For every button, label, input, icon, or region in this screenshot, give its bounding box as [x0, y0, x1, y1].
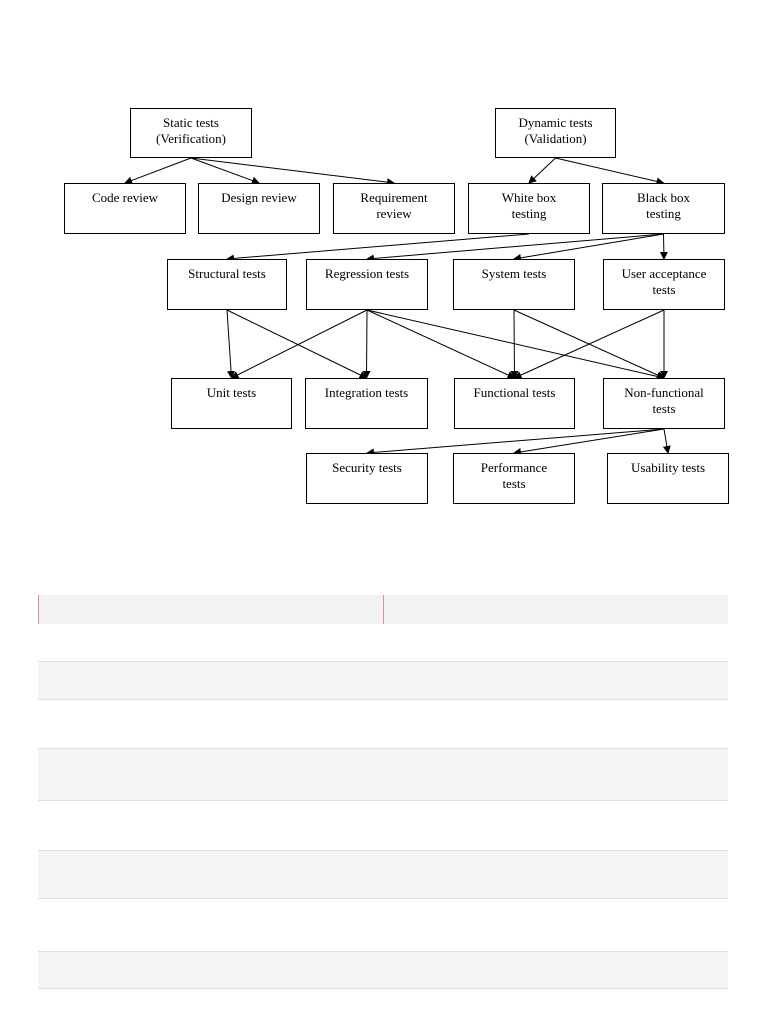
diagram-connectors	[124, 157, 671, 457]
node-integration-tests: Integration tests	[305, 378, 428, 429]
table-header-cell	[384, 595, 728, 624]
arrow-blackbox-to-regression	[366, 233, 664, 263]
node-dynamic-tests: Dynamic tests (Validation)	[495, 108, 616, 158]
table-row	[38, 624, 728, 662]
arrow-uat-to-functional	[513, 309, 665, 379]
arrow-regression-to-integration	[362, 309, 371, 379]
table-cell	[383, 952, 728, 988]
table-cell	[383, 899, 728, 951]
arrow-static-to-code	[124, 157, 192, 185]
table-cell	[38, 851, 383, 898]
table-cell	[383, 749, 728, 800]
table-cell	[383, 851, 728, 898]
node-functional-tests: Functional tests	[454, 378, 575, 429]
table-header	[38, 595, 728, 624]
empty-table	[38, 595, 728, 989]
table-cell	[38, 801, 383, 850]
arrow-structural-to-unit	[226, 309, 236, 379]
node-structural-tests: Structural tests	[167, 259, 287, 310]
node-static-tests: Static tests (Verification)	[130, 108, 252, 158]
node-requirement-review: Requirement review	[333, 183, 455, 234]
arrow-regression-to-functional	[366, 309, 516, 379]
node-design-review: Design review	[198, 183, 320, 234]
testing-types-diagram: Static tests (Verification) Dynamic test…	[64, 108, 729, 504]
arrow-blackbox-to-system	[513, 233, 664, 262]
node-code-review: Code review	[64, 183, 186, 234]
table-row	[38, 700, 728, 749]
table-cell	[383, 700, 728, 748]
arrow-structural-to-integration	[226, 309, 368, 379]
arrow-dynamic-to-blackbox	[555, 157, 665, 186]
table-cell	[38, 899, 383, 951]
arrow-nonfunctional-to-usability	[662, 428, 671, 454]
node-white-box-testing: White box testing	[468, 183, 590, 234]
table-row	[38, 952, 728, 989]
node-system-tests: System tests	[453, 259, 575, 310]
arrow-static-to-requirement	[190, 157, 395, 187]
table-row	[38, 662, 728, 700]
node-security-tests: Security tests	[306, 453, 428, 504]
arrow-system-to-functional	[510, 309, 519, 379]
table-cell	[38, 662, 383, 699]
node-usability-tests: Usability tests	[607, 453, 729, 504]
arrow-whitebox-to-structural	[226, 233, 530, 263]
node-regression-tests: Regression tests	[306, 259, 428, 310]
arrow-static-to-design	[190, 157, 260, 185]
table-cell	[383, 662, 728, 699]
arrow-nonfunctional-to-security	[366, 428, 665, 457]
arrow-dynamic-to-whitebox	[528, 157, 556, 184]
table-cell	[38, 952, 383, 988]
arrow-blackbox-to-uat	[659, 233, 668, 260]
table-row	[38, 801, 728, 851]
table-row	[38, 851, 728, 899]
node-non-functional-tests: Non-functional tests	[603, 378, 725, 429]
table-cell	[383, 624, 728, 661]
table-cell	[383, 801, 728, 850]
table-header-cell	[39, 595, 384, 624]
table-cell	[38, 700, 383, 748]
node-performance-tests: Performance tests	[453, 453, 575, 504]
arrow-regression-to-unit	[230, 309, 368, 379]
node-unit-tests: Unit tests	[171, 378, 292, 429]
table-cell	[38, 749, 383, 800]
node-user-acceptance-tests: User acceptance tests	[603, 259, 725, 310]
arrow-regression-to-nonfunctional	[366, 309, 665, 381]
table-row	[38, 899, 728, 952]
node-black-box-testing: Black box testing	[602, 183, 725, 234]
table-cell	[38, 624, 383, 661]
table-row	[38, 749, 728, 801]
arrow-nonfunctional-to-performance	[513, 428, 665, 456]
